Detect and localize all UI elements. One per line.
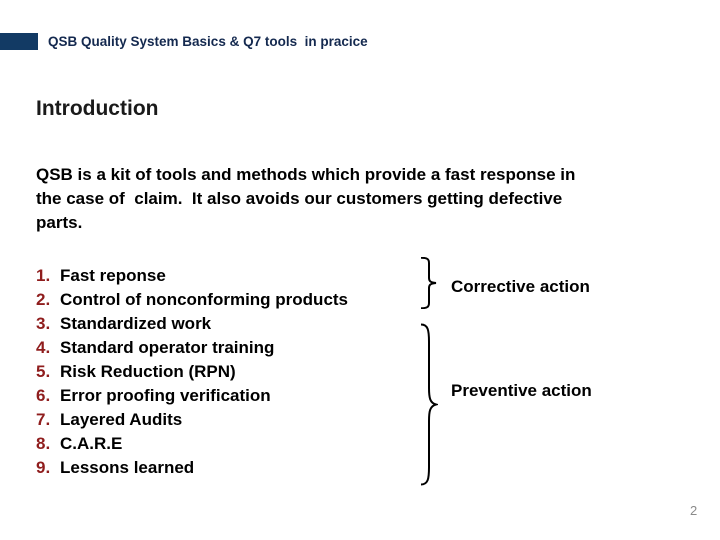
list-item: 4. Standard operator training <box>36 336 416 360</box>
list-item-text: Fast reponse <box>60 266 166 285</box>
preventive-action-label: Preventive action <box>451 381 592 400</box>
list-item-number: 7. <box>36 410 51 429</box>
page-number: 2 <box>690 503 698 518</box>
list-item-number: 1. <box>36 266 51 285</box>
list-item: 1. Fast reponse <box>36 264 416 288</box>
list-item-number: 2. <box>36 290 51 309</box>
list-item: 6. Error proofing verification <box>36 384 416 408</box>
list-item-text: Error proofing verification <box>60 386 271 405</box>
corrective-brace-icon <box>418 257 438 309</box>
list-item: 3. Standardized work <box>36 312 416 336</box>
list-item-number: 8. <box>36 434 51 453</box>
list-item: 5. Risk Reduction (RPN) <box>36 360 416 384</box>
list-item-text: Lessons learned <box>60 458 195 477</box>
list-item-text: C.A.R.E <box>60 434 123 453</box>
list-item-number: 4. <box>36 338 51 357</box>
list-item: 9. Lessons learned <box>36 456 416 480</box>
header-accent-bar <box>0 33 38 50</box>
list-item-text: Standardized work <box>60 314 212 333</box>
list-item: 8. C.A.R.E <box>36 432 416 456</box>
list-item-text: Risk Reduction (RPN) <box>60 362 236 381</box>
list-item: 7. Layered Audits <box>36 408 416 432</box>
list-item-number: 9. <box>36 458 51 477</box>
tool-list: 1. Fast reponse 2. Control of nonconform… <box>36 264 416 480</box>
page-title: Introduction <box>36 97 159 120</box>
slide-header-title: QSB Quality System Basics & Q7 tools in … <box>48 34 368 49</box>
list-item-number: 5. <box>36 362 51 381</box>
list-item-number: 6. <box>36 386 51 405</box>
list-item-text: Layered Audits <box>60 410 183 429</box>
list-item-text: Standard operator training <box>60 338 275 357</box>
list-item-text: Control of nonconforming products <box>60 290 349 309</box>
list-item: 2. Control of nonconforming products <box>36 288 416 312</box>
preventive-brace-icon <box>418 322 438 487</box>
list-item-number: 3. <box>36 314 51 333</box>
intro-paragraph: QSB is a kit of tools and methods which … <box>36 165 576 232</box>
corrective-action-label: Corrective action <box>451 277 590 296</box>
